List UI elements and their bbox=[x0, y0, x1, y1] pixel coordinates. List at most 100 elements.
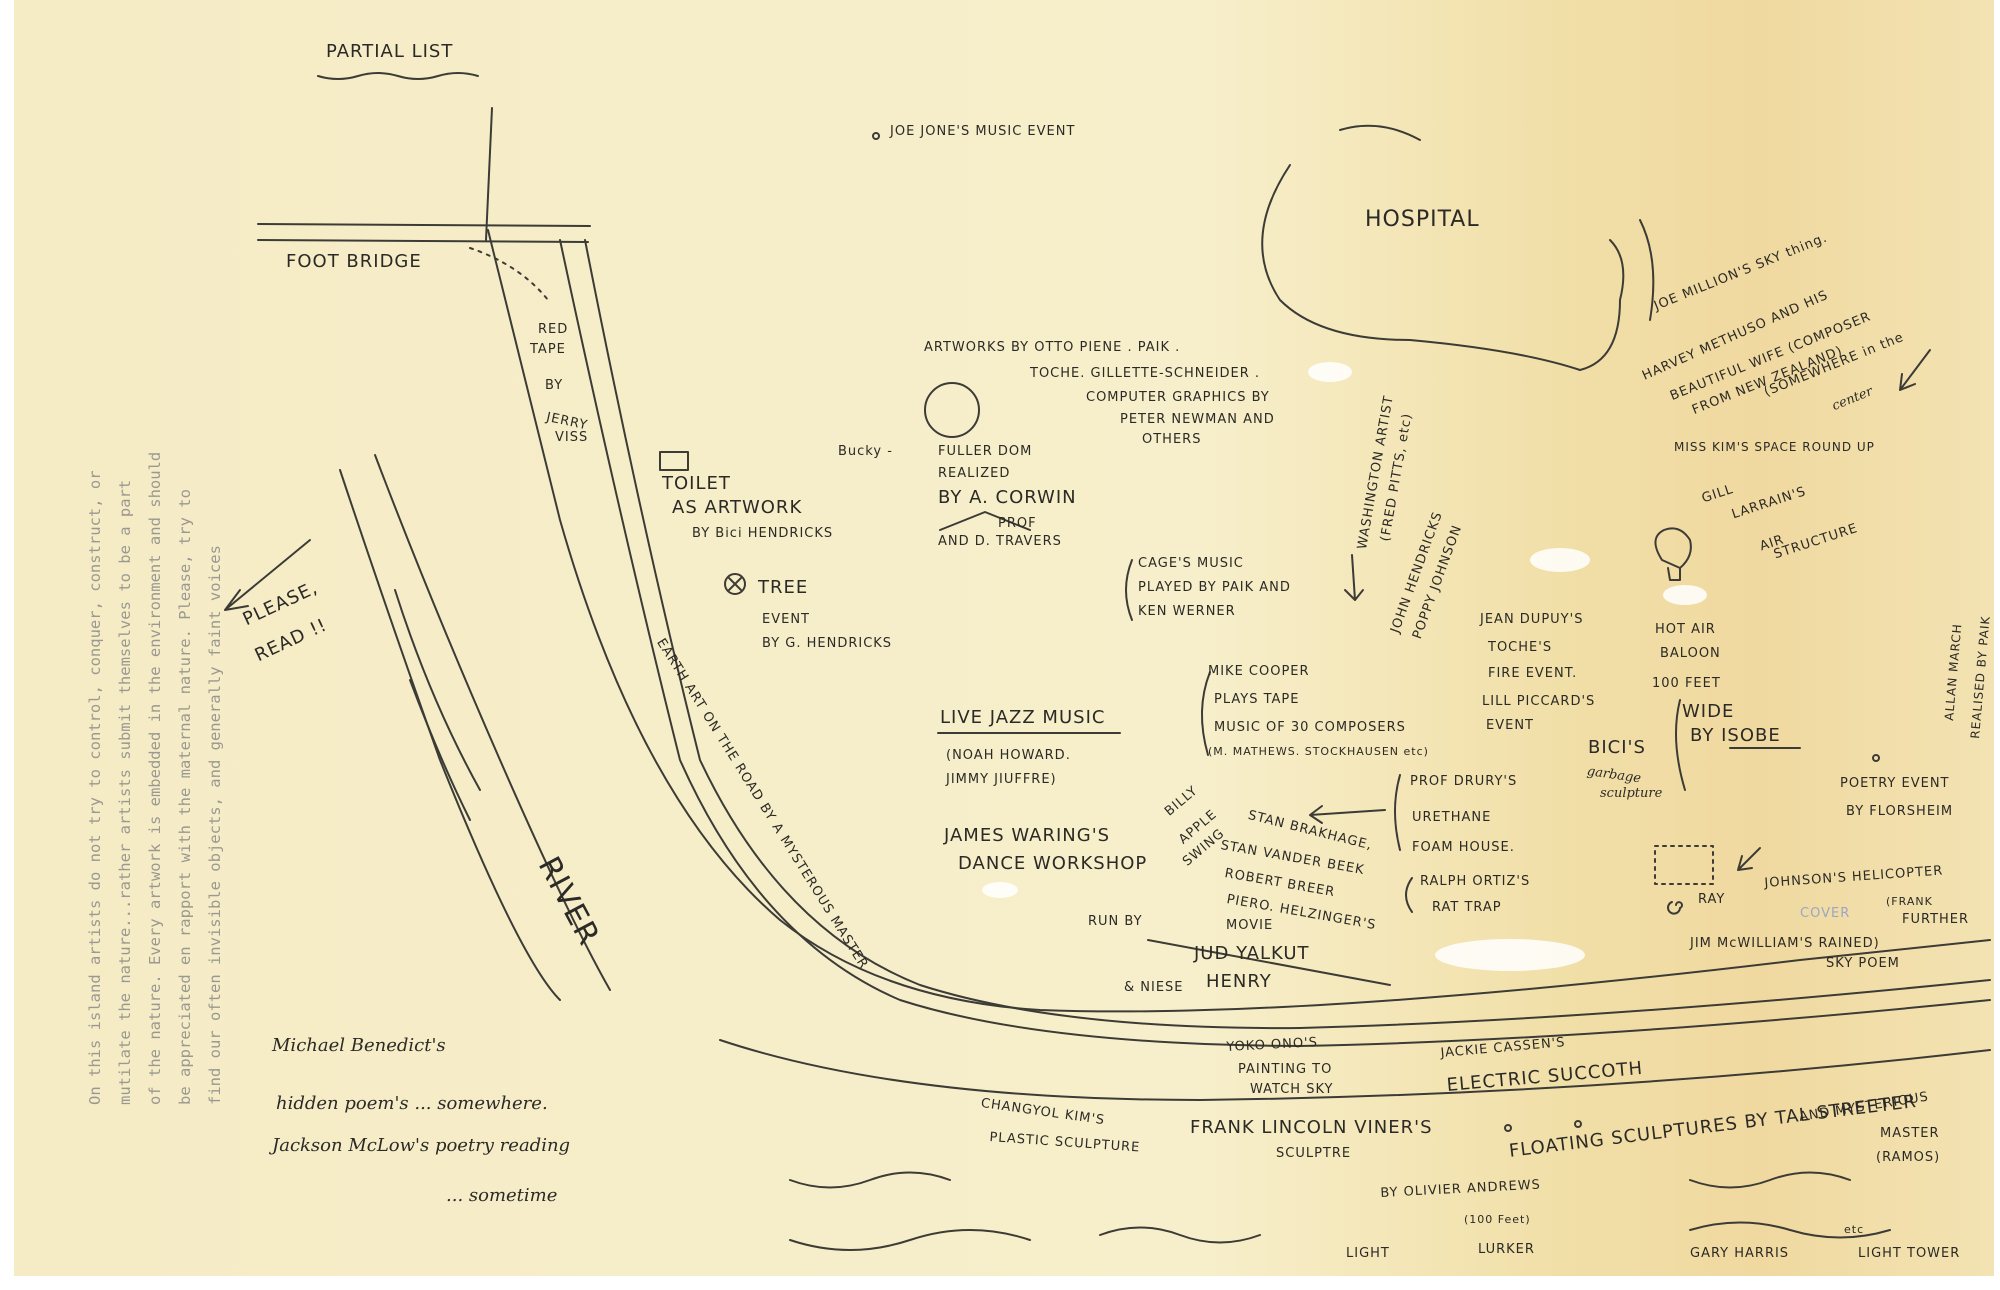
balloon-label: WIDE bbox=[1682, 701, 1735, 722]
live-jazz-label: LIVE JAZZ MUSIC bbox=[940, 707, 1106, 728]
cage-label: PLAYED BY PAIK AND bbox=[1138, 580, 1291, 595]
please-read-arrow bbox=[224, 539, 311, 611]
water-wave bbox=[1099, 1226, 1261, 1244]
shore-line bbox=[719, 1039, 1991, 1101]
hospital-bracket bbox=[1639, 219, 1655, 321]
water-wave bbox=[789, 1171, 951, 1189]
tree-circle bbox=[724, 573, 746, 595]
run-by-label: RUN BY bbox=[1088, 914, 1143, 929]
white-out bbox=[1663, 585, 1707, 605]
border-strip bbox=[1994, 0, 2000, 1290]
marker-circle bbox=[872, 132, 880, 140]
artworks-label: OTHERS bbox=[1142, 432, 1202, 447]
red-tape-label: TAPE bbox=[530, 342, 566, 357]
water-wave bbox=[1689, 1221, 1891, 1239]
toilet-label: AS ARTWORK bbox=[672, 497, 803, 518]
artworks-label: COMPUTER GRAPHICS BY bbox=[1086, 390, 1270, 405]
foot-bridge-line bbox=[257, 239, 589, 243]
fuller-dome-label: FULLER DOM bbox=[938, 444, 1033, 459]
poetry-label: BY FLORSHEIM bbox=[1846, 804, 1954, 819]
james-waring-label: JAMES WARING'S bbox=[944, 825, 1111, 846]
olivier-label: (100 Feet) bbox=[1464, 1213, 1531, 1226]
cage-label: KEN WERNER bbox=[1138, 604, 1236, 619]
white-out bbox=[1308, 362, 1352, 382]
border-strip bbox=[0, 0, 14, 1290]
water-wave bbox=[1689, 1171, 1851, 1189]
balloon-label: BY ISOBE bbox=[1690, 725, 1781, 746]
jackson-mclow-note: Jackson McLow's poetry reading bbox=[272, 1135, 571, 1156]
artworks-label: PETER NEWMAN AND bbox=[1120, 412, 1275, 427]
fuller-dome-label: Bucky - bbox=[838, 444, 893, 459]
henry-label: & NIESE bbox=[1124, 980, 1184, 995]
road-edge bbox=[559, 239, 1991, 1047]
foot-bridge-line bbox=[257, 223, 591, 227]
partial-list-title: PARTIAL LIST bbox=[326, 41, 454, 62]
drury-label: PROF DRURY'S bbox=[1410, 774, 1518, 789]
river-bank bbox=[394, 589, 481, 791]
header-underline bbox=[317, 72, 479, 80]
jud-yalkut-label: JUD YALKUT bbox=[1194, 943, 1310, 964]
hospital-outline bbox=[1261, 124, 1625, 371]
mike-cooper-label: PLAYS TAPE bbox=[1214, 692, 1300, 707]
michael-benedict-note: hidden poem's ... somewhere. bbox=[276, 1093, 548, 1114]
river-bank bbox=[409, 679, 471, 821]
bici-garbage-label: sculpture bbox=[1600, 786, 1663, 801]
balloon-label: HOT AIR bbox=[1655, 622, 1716, 637]
henry-label: HENRY bbox=[1206, 971, 1272, 992]
mike-cooper-label: (M. MATHEWS. STOCKHAUSEN etc) bbox=[1208, 745, 1429, 758]
artworks-label: TOCHE. GILLETTE-SCHNEIDER . bbox=[1030, 366, 1261, 381]
jim-label: SKY POEM bbox=[1826, 956, 1900, 971]
bridge-dots bbox=[469, 247, 549, 301]
balloon-label: BALOON bbox=[1660, 646, 1721, 661]
ortiz-bracket bbox=[1405, 877, 1413, 913]
jean-dupuy-label: LILL PICCARD'S bbox=[1482, 694, 1596, 709]
gary-harris-label: GARY HARRIS bbox=[1690, 1246, 1790, 1261]
gary-harris-label: etc bbox=[1844, 1223, 1865, 1236]
tree-label: EVENT bbox=[762, 612, 810, 627]
red-tape-label: RED bbox=[538, 322, 569, 337]
fuller-dome-label: REALIZED bbox=[938, 466, 1011, 481]
tree-label: BY G. HENDRICKS bbox=[762, 636, 893, 651]
jean-dupuy-label: EVENT bbox=[1486, 718, 1534, 733]
marker-circle bbox=[1574, 1120, 1582, 1128]
fuller-dome-circle bbox=[924, 382, 980, 438]
jean-dupuy-label: FIRE EVENT. bbox=[1488, 666, 1578, 681]
balloon-shape bbox=[1654, 527, 1692, 581]
washington-arrow bbox=[1344, 554, 1364, 601]
drury-bracket bbox=[1394, 774, 1401, 851]
light-lurker-label: LIGHT bbox=[1346, 1246, 1390, 1261]
mike-cooper-label: MUSIC OF 30 COMPOSERS bbox=[1214, 720, 1406, 735]
jackson-mclow-note: ... sometime bbox=[446, 1185, 558, 1206]
jim-label: JIM McWILLIAM'S RAINED) bbox=[1690, 936, 1880, 951]
water-wave bbox=[789, 1229, 1031, 1251]
fuller-dome-label: BY A. CORWIN bbox=[938, 487, 1077, 508]
helicopter-arrow bbox=[1737, 847, 1761, 871]
toilet-label: BY Bici HENDRICKS bbox=[692, 526, 834, 541]
run-by-line bbox=[1147, 939, 1391, 986]
helicopter-box bbox=[1654, 845, 1714, 885]
artworks-label: ARTWORKS BY OTTO PIENE . PAIK . bbox=[924, 340, 1181, 355]
michael-benedict-note: Michael Benedict's bbox=[272, 1035, 446, 1056]
miss-kim-label: MISS KIM'S SPACE ROUND UP bbox=[1674, 440, 1875, 454]
jean-dupuy-label: TOCHE'S bbox=[1488, 640, 1553, 655]
fuller-dome-label: AND D. TRAVERS bbox=[938, 534, 1062, 549]
marker-circle bbox=[1872, 754, 1880, 762]
vertical-road bbox=[485, 107, 493, 241]
road-edge bbox=[487, 229, 1991, 1013]
hospital-label: HOSPITAL bbox=[1365, 207, 1480, 232]
foot-bridge-label: FOOT BRIDGE bbox=[286, 251, 422, 272]
fuller-dome-label: PROF bbox=[998, 516, 1037, 531]
mike-cooper-label: MIKE COOPER bbox=[1208, 664, 1310, 679]
dome-roof bbox=[939, 511, 1031, 531]
tree-label: TREE bbox=[758, 577, 809, 598]
white-out bbox=[982, 882, 1018, 898]
floating-label: MASTER bbox=[1880, 1126, 1940, 1141]
light-lurker-label: LURKER bbox=[1478, 1242, 1535, 1257]
james-waring-label: DANCE WORKSHOP bbox=[958, 853, 1148, 874]
mike-bracket bbox=[1201, 671, 1211, 756]
frank-viner-label: SCULPTRE bbox=[1276, 1146, 1352, 1161]
border-strip bbox=[0, 1276, 2000, 1290]
helicopter-label: (FRANK bbox=[1886, 895, 1933, 908]
